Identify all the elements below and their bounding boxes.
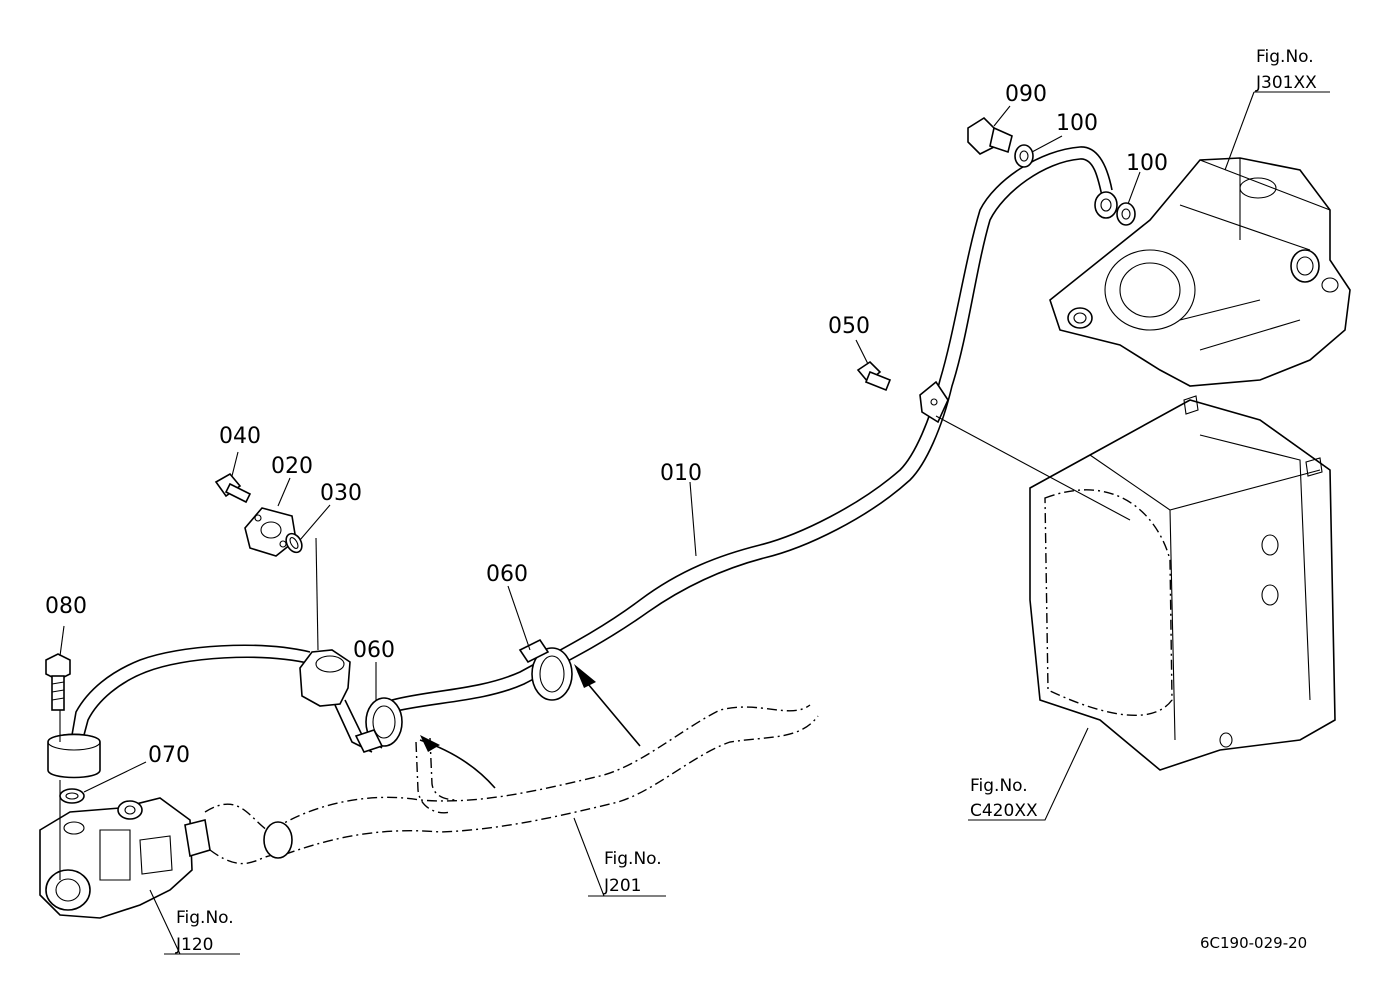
hydraulic-cylinder-block [1049,157,1351,387]
fig-ref-j201-code: J201 [603,876,641,896]
fig-ref-j301-code: J301XX [1255,73,1317,93]
delivery-pipe-010 [391,146,1118,713]
bolt-080 [45,653,71,711]
banjo-block [47,733,101,779]
washer-100-a [1014,144,1034,168]
transmission-case [1029,395,1336,771]
part-label-060-lower: 060 [353,638,395,663]
hose-clamp-060-lower [354,697,403,753]
fig-ref-j201-prefix: Fig.No. [604,849,662,869]
part-label-020: 020 [271,454,313,479]
fig-ref-j120-prefix: Fig.No. [176,908,234,928]
part-label-100-a: 100 [1056,111,1098,136]
suction-hose [204,704,819,865]
part-label-010: 010 [660,461,702,486]
part-label-070: 070 [148,743,190,768]
leader-lines [59,91,1330,955]
hydraulic-pump [39,797,211,919]
fig-ref-c420-prefix: Fig.No. [970,776,1028,796]
o-ring-070 [59,788,85,804]
part-label-080: 080 [45,594,87,619]
part-label-050: 050 [828,314,870,339]
fig-ref-j120-code: J120 [175,935,213,955]
fig-ref-c420-code: C420XX [970,801,1038,821]
washer-100-b [1116,202,1136,226]
pipe-clip [919,380,949,424]
drawing-number: 6C190-029-20 [1200,934,1307,952]
bolt-090 [967,116,1013,155]
hose-clamp-060-upper [518,638,573,701]
flange-020 [244,507,297,557]
part-label-040: 040 [219,424,261,449]
bolt-050 [856,360,892,392]
o-ring-030 [285,532,303,554]
part-label-060-upper: 060 [486,562,528,587]
bolt-040 [214,472,252,504]
return-pipe [71,644,313,736]
part-label-030: 030 [320,481,362,506]
fig-ref-j301-prefix: Fig.No. [1256,47,1314,67]
part-label-100-b: 100 [1126,151,1168,176]
direction-arrows [419,664,641,789]
part-label-090: 090 [1005,82,1047,107]
